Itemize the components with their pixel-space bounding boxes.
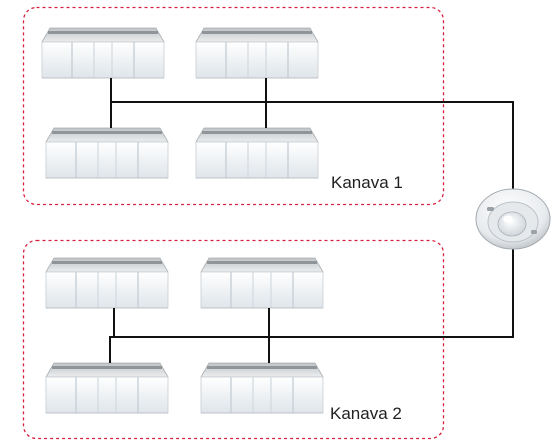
wire-channel-1 [110, 78, 514, 193]
channel-group-1: Kanava 1 [22, 6, 445, 206]
ceiling-light-icon [200, 257, 324, 309]
ceiling-light-icon [41, 27, 165, 79]
ceiling-light-icon [45, 127, 169, 179]
channel-group-2: Kanava 2 [22, 239, 445, 440]
ceiling-light-icon [195, 127, 319, 179]
channel-label-1: Kanava 1 [331, 173, 403, 192]
wire-channel-2 [109, 248, 514, 363]
channel-label-2: Kanava 2 [330, 404, 402, 423]
group-1-border [22, 6, 445, 206]
ceiling-motion-sensor-icon [475, 188, 551, 250]
wiring [109, 78, 514, 363]
ceiling-light-icon [195, 27, 319, 79]
group-2-border [22, 239, 445, 440]
ceiling-light-icon [45, 257, 169, 309]
ceiling-light-icon [200, 362, 324, 414]
ceiling-light-icon [45, 362, 169, 414]
